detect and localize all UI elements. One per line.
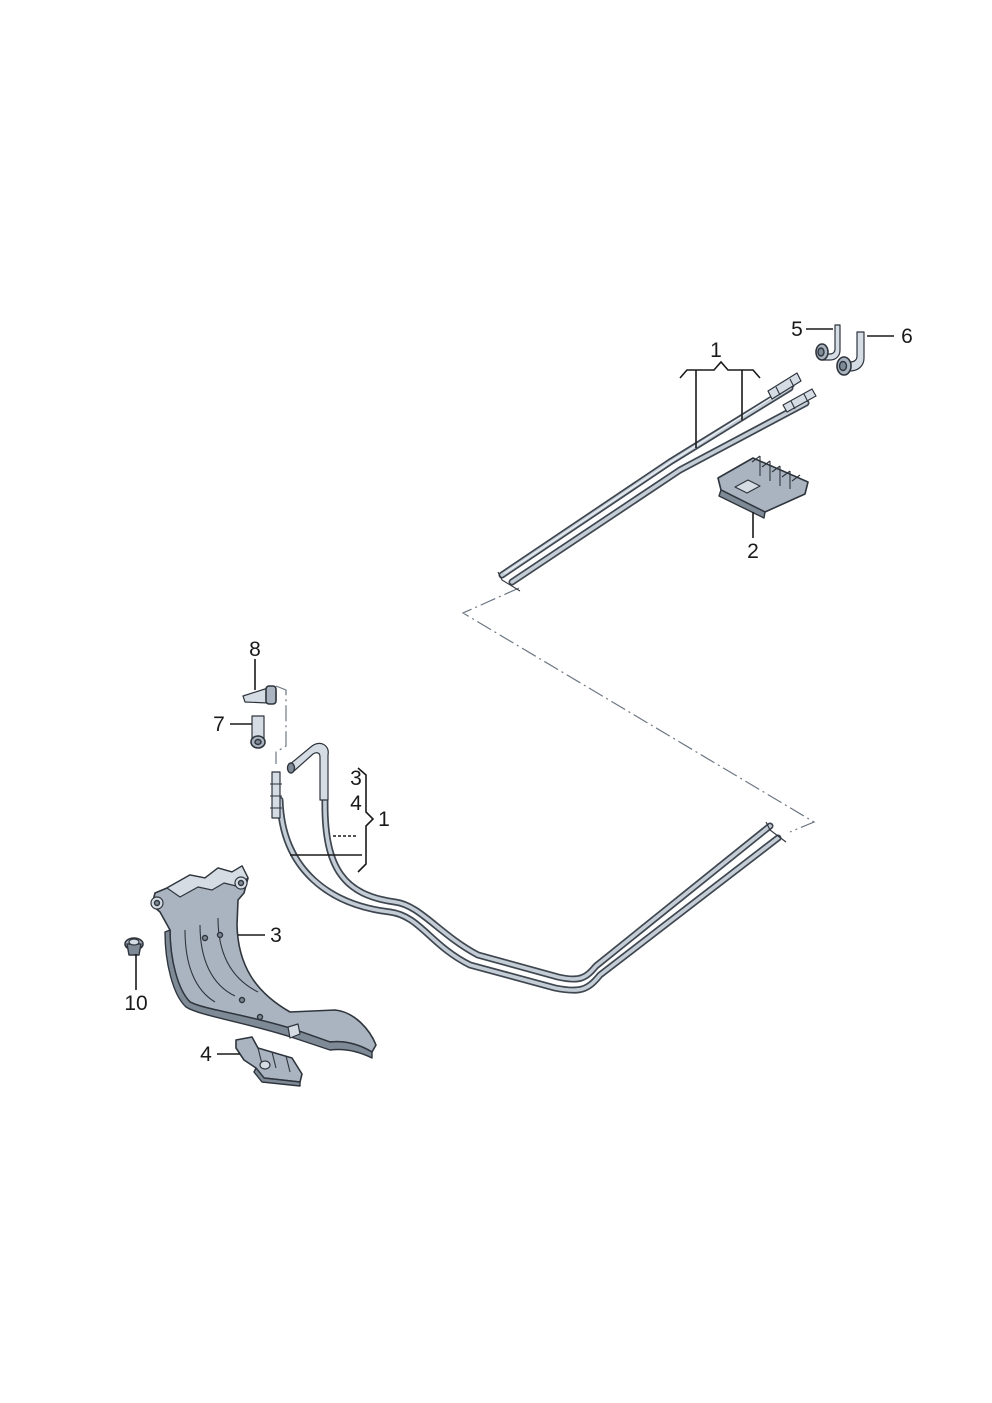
alignment-line — [461, 587, 816, 833]
callout-8: 8 — [249, 638, 261, 661]
callout-1-stack: 1 — [378, 808, 390, 831]
hose-pair-upper — [497, 372, 817, 592]
callout-5: 5 — [791, 318, 803, 341]
connector-dash-line — [275, 685, 287, 764]
hose-pair-lower — [270, 742, 787, 994]
holder-clip — [235, 1036, 303, 1087]
callout-2: 2 — [747, 540, 759, 563]
callout-4-stack: 4 — [350, 792, 362, 815]
callout-3-stack: 3 — [350, 767, 362, 790]
callout-7: 7 — [213, 713, 225, 736]
retainer-clip — [717, 455, 809, 519]
callout-3: 3 — [270, 924, 282, 947]
leader-lines — [135, 328, 894, 1055]
elbow-connector-6 — [836, 331, 865, 376]
callout-6: 6 — [901, 325, 913, 348]
callout-4: 4 — [200, 1043, 212, 1066]
guide-channel — [150, 865, 377, 1059]
callout-1-top: 1 — [710, 339, 722, 362]
connector-7 — [250, 715, 266, 749]
connector-8 — [242, 685, 277, 705]
callout-10: 10 — [124, 992, 147, 1015]
fastening-clip-10 — [124, 937, 144, 956]
elbow-connector-5 — [815, 324, 841, 361]
